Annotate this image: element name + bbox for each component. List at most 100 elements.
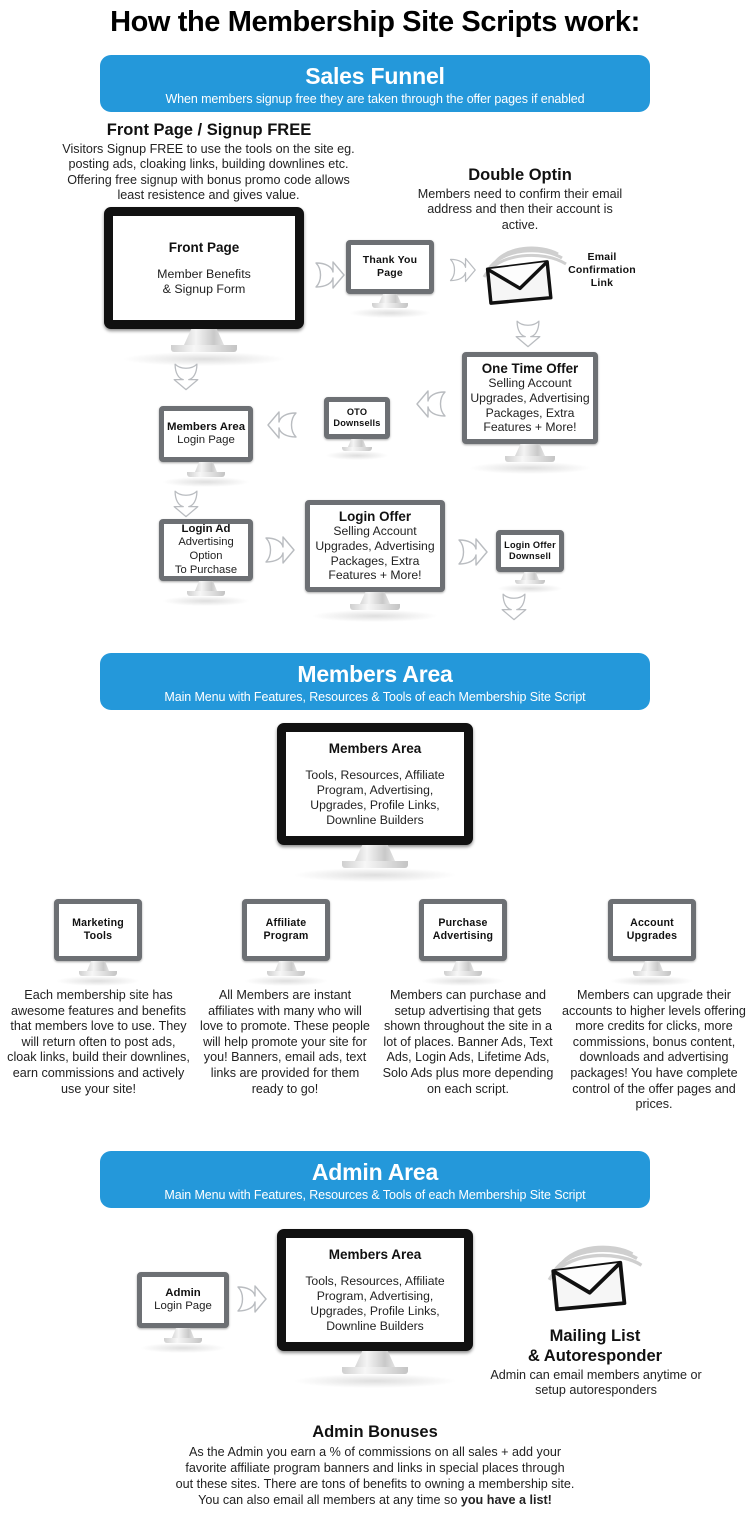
admin-bonuses-paragraph: As the Admin you earn a % of commissions… <box>175 1444 575 1508</box>
mailing-list-heading-line2: & Autoresponder <box>527 1347 663 1365</box>
monitor-login-offer-downsell[interactable]: Login Offer Downsell <box>496 530 564 593</box>
monitor-reflection <box>141 1343 225 1353</box>
monitor-login-offer-downsell-title: Login Offer Downsell <box>504 539 556 562</box>
monitor-thank-you-title: Thank You Page <box>362 253 418 279</box>
double-optin-paragraph: Members need to confirm their email addr… <box>417 187 623 232</box>
monitor-admin-members-area-main[interactable]: Members Area Tools, Resources, Affiliate… <box>277 1229 473 1388</box>
monitor-one-time-offer[interactable]: One Time Offer Selling Account Upgrades,… <box>462 352 598 474</box>
front-page-heading: Front Page / Signup FREE <box>106 121 312 139</box>
monitor-members-area-main-body: Tools, Resources, Affiliate Program, Adv… <box>305 767 445 827</box>
monitor-stand-base <box>350 604 400 610</box>
monitor-thank-you-page[interactable]: Thank You Page <box>346 240 434 318</box>
monitor-stand <box>172 1328 194 1338</box>
monitor-marketing-tools-screen: Marketing Tools <box>54 899 142 961</box>
monitor-reflection <box>611 976 693 986</box>
monitor-reflection <box>313 610 437 622</box>
mailing-list-paragraph: Admin can email members anytime or setup… <box>490 1368 702 1398</box>
arrow-frontpage-to-members <box>166 359 206 393</box>
admin-bonuses-heading: Admin Bonuses <box>312 1423 438 1441</box>
monitor-reflection <box>245 976 327 986</box>
monitor-front-page-screen: Front Page Member Benefits & Signup Form <box>104 207 304 329</box>
monitor-reflection <box>124 352 284 366</box>
monitor-stand <box>87 961 109 971</box>
banner-sales-funnel: Sales Funnel When members signup free th… <box>100 55 650 112</box>
admin-bonuses-bold-tail: you have a list! <box>460 1493 552 1507</box>
monitor-login-ad[interactable]: Login Ad Advertising Option To Purchase <box>159 519 253 606</box>
monitor-stand-base <box>267 971 305 976</box>
monitor-login-ad-screen: Login Ad Advertising Option To Purchase <box>159 519 253 581</box>
arrow-adminlogin-to-membersarea <box>234 1277 268 1321</box>
arrow-email-to-oto <box>508 316 548 350</box>
monitor-stand-base <box>342 447 372 451</box>
monitor-stand-base <box>342 1367 408 1374</box>
arrow-thankyou-to-email <box>447 250 477 290</box>
monitor-marketing-tools[interactable]: Marketing Tools <box>54 899 142 986</box>
monitor-stand <box>348 439 366 447</box>
monitor-members-area-login-title: Members Area <box>166 421 246 433</box>
monitor-reflection <box>350 308 430 318</box>
monitor-admin-login-body: Login Page <box>154 1300 212 1312</box>
banner-admin-area: Admin Area Main Menu with Features, Reso… <box>100 1151 650 1208</box>
mailing-list-heading-line1: Mailing List <box>549 1327 641 1345</box>
monitor-stand <box>184 329 224 345</box>
monitor-login-offer-screen: Login Offer Selling Account Upgrades, Ad… <box>305 500 445 592</box>
monitor-affiliate-program-screen: Affiliate Program <box>242 899 330 961</box>
monitor-reflection <box>163 596 249 606</box>
monitor-account-upgrades[interactable]: Account Upgrades <box>608 899 696 986</box>
feature-description-account-upgrades: Members can upgrade their accounts to hi… <box>562 988 746 1112</box>
arrow-oto-to-downsells <box>415 382 449 426</box>
monitor-stand <box>355 1351 395 1367</box>
monitor-admin-members-area-main-screen: Members Area Tools, Resources, Affiliate… <box>277 1229 473 1351</box>
monitor-stand-base <box>505 456 555 462</box>
banner-sales-funnel-title: Sales Funnel <box>305 63 445 89</box>
banner-members-area-subtitle: Main Menu with Features, Resources & Too… <box>164 690 586 704</box>
monitor-stand-base <box>164 1338 202 1343</box>
monitor-front-page[interactable]: Front Page Member Benefits & Signup Form <box>104 207 304 366</box>
arrow-loginoffer-to-downsell <box>455 530 489 574</box>
monitor-stand <box>360 592 390 604</box>
monitor-purchase-advertising[interactable]: Purchase Advertising <box>419 899 507 986</box>
monitor-reflection <box>326 451 388 460</box>
banner-members-area: Members Area Main Menu with Features, Re… <box>100 653 650 710</box>
monitor-members-area-login[interactable]: Members Area Login Page <box>159 406 253 487</box>
monitor-login-ad-title: Login Ad <box>181 523 231 535</box>
monitor-login-offer-title: Login Offer <box>338 509 412 525</box>
monitor-stand-base <box>515 580 545 584</box>
monitor-admin-members-area-main-title: Members Area <box>328 1246 422 1262</box>
arrow-downsell-end <box>494 589 534 623</box>
monitor-reflection <box>295 868 455 882</box>
mailing-list-envelope-icon <box>538 1238 646 1324</box>
banner-admin-area-subtitle: Main Menu with Features, Resources & Too… <box>164 1188 586 1202</box>
monitor-reflection <box>163 477 249 487</box>
monitor-one-time-offer-body: Selling Account Upgrades, Advertising Pa… <box>470 376 590 435</box>
monitor-reflection <box>57 976 139 986</box>
monitor-stand <box>515 444 545 456</box>
monitor-oto-downsells[interactable]: OTO Downsells <box>324 397 390 460</box>
monitor-front-page-body: Member Benefits & Signup Form <box>157 266 251 296</box>
monitor-stand-base <box>187 472 225 477</box>
monitor-front-page-title: Front Page <box>168 239 240 255</box>
feature-description-affiliate-program: All Members are instant affiliates with … <box>200 988 370 1096</box>
arrow-downsells-to-members <box>266 403 300 447</box>
feature-description-marketing-tools: Each membership site has awesome feature… <box>7 988 190 1096</box>
monitor-members-area-login-body: Login Page <box>177 434 235 446</box>
monitor-stand <box>195 581 217 591</box>
monitor-login-offer-body: Selling Account Upgrades, Advertising Pa… <box>315 524 435 583</box>
banner-sales-funnel-subtitle: When members signup free they are taken … <box>165 92 585 106</box>
monitor-login-offer[interactable]: Login Offer Selling Account Upgrades, Ad… <box>305 500 445 622</box>
monitor-admin-login[interactable]: Admin Login Page <box>137 1272 229 1353</box>
monitor-account-upgrades-label: Account Upgrades <box>626 916 678 942</box>
monitor-stand <box>521 572 539 580</box>
monitor-members-area-main[interactable]: Members Area Tools, Resources, Affiliate… <box>277 723 473 882</box>
monitor-affiliate-program[interactable]: Affiliate Program <box>242 899 330 986</box>
monitor-oto-downsells-screen: OTO Downsells <box>324 397 390 439</box>
monitor-stand-base <box>633 971 671 976</box>
monitor-purchase-advertising-screen: Purchase Advertising <box>419 899 507 961</box>
monitor-stand <box>355 845 395 861</box>
monitor-stand <box>195 462 217 472</box>
monitor-stand-base <box>187 591 225 596</box>
monitor-members-area-main-screen: Members Area Tools, Resources, Affiliate… <box>277 723 473 845</box>
monitor-stand <box>452 961 474 971</box>
monitor-admin-login-title: Admin <box>165 1287 201 1299</box>
envelope-icon <box>474 240 570 316</box>
